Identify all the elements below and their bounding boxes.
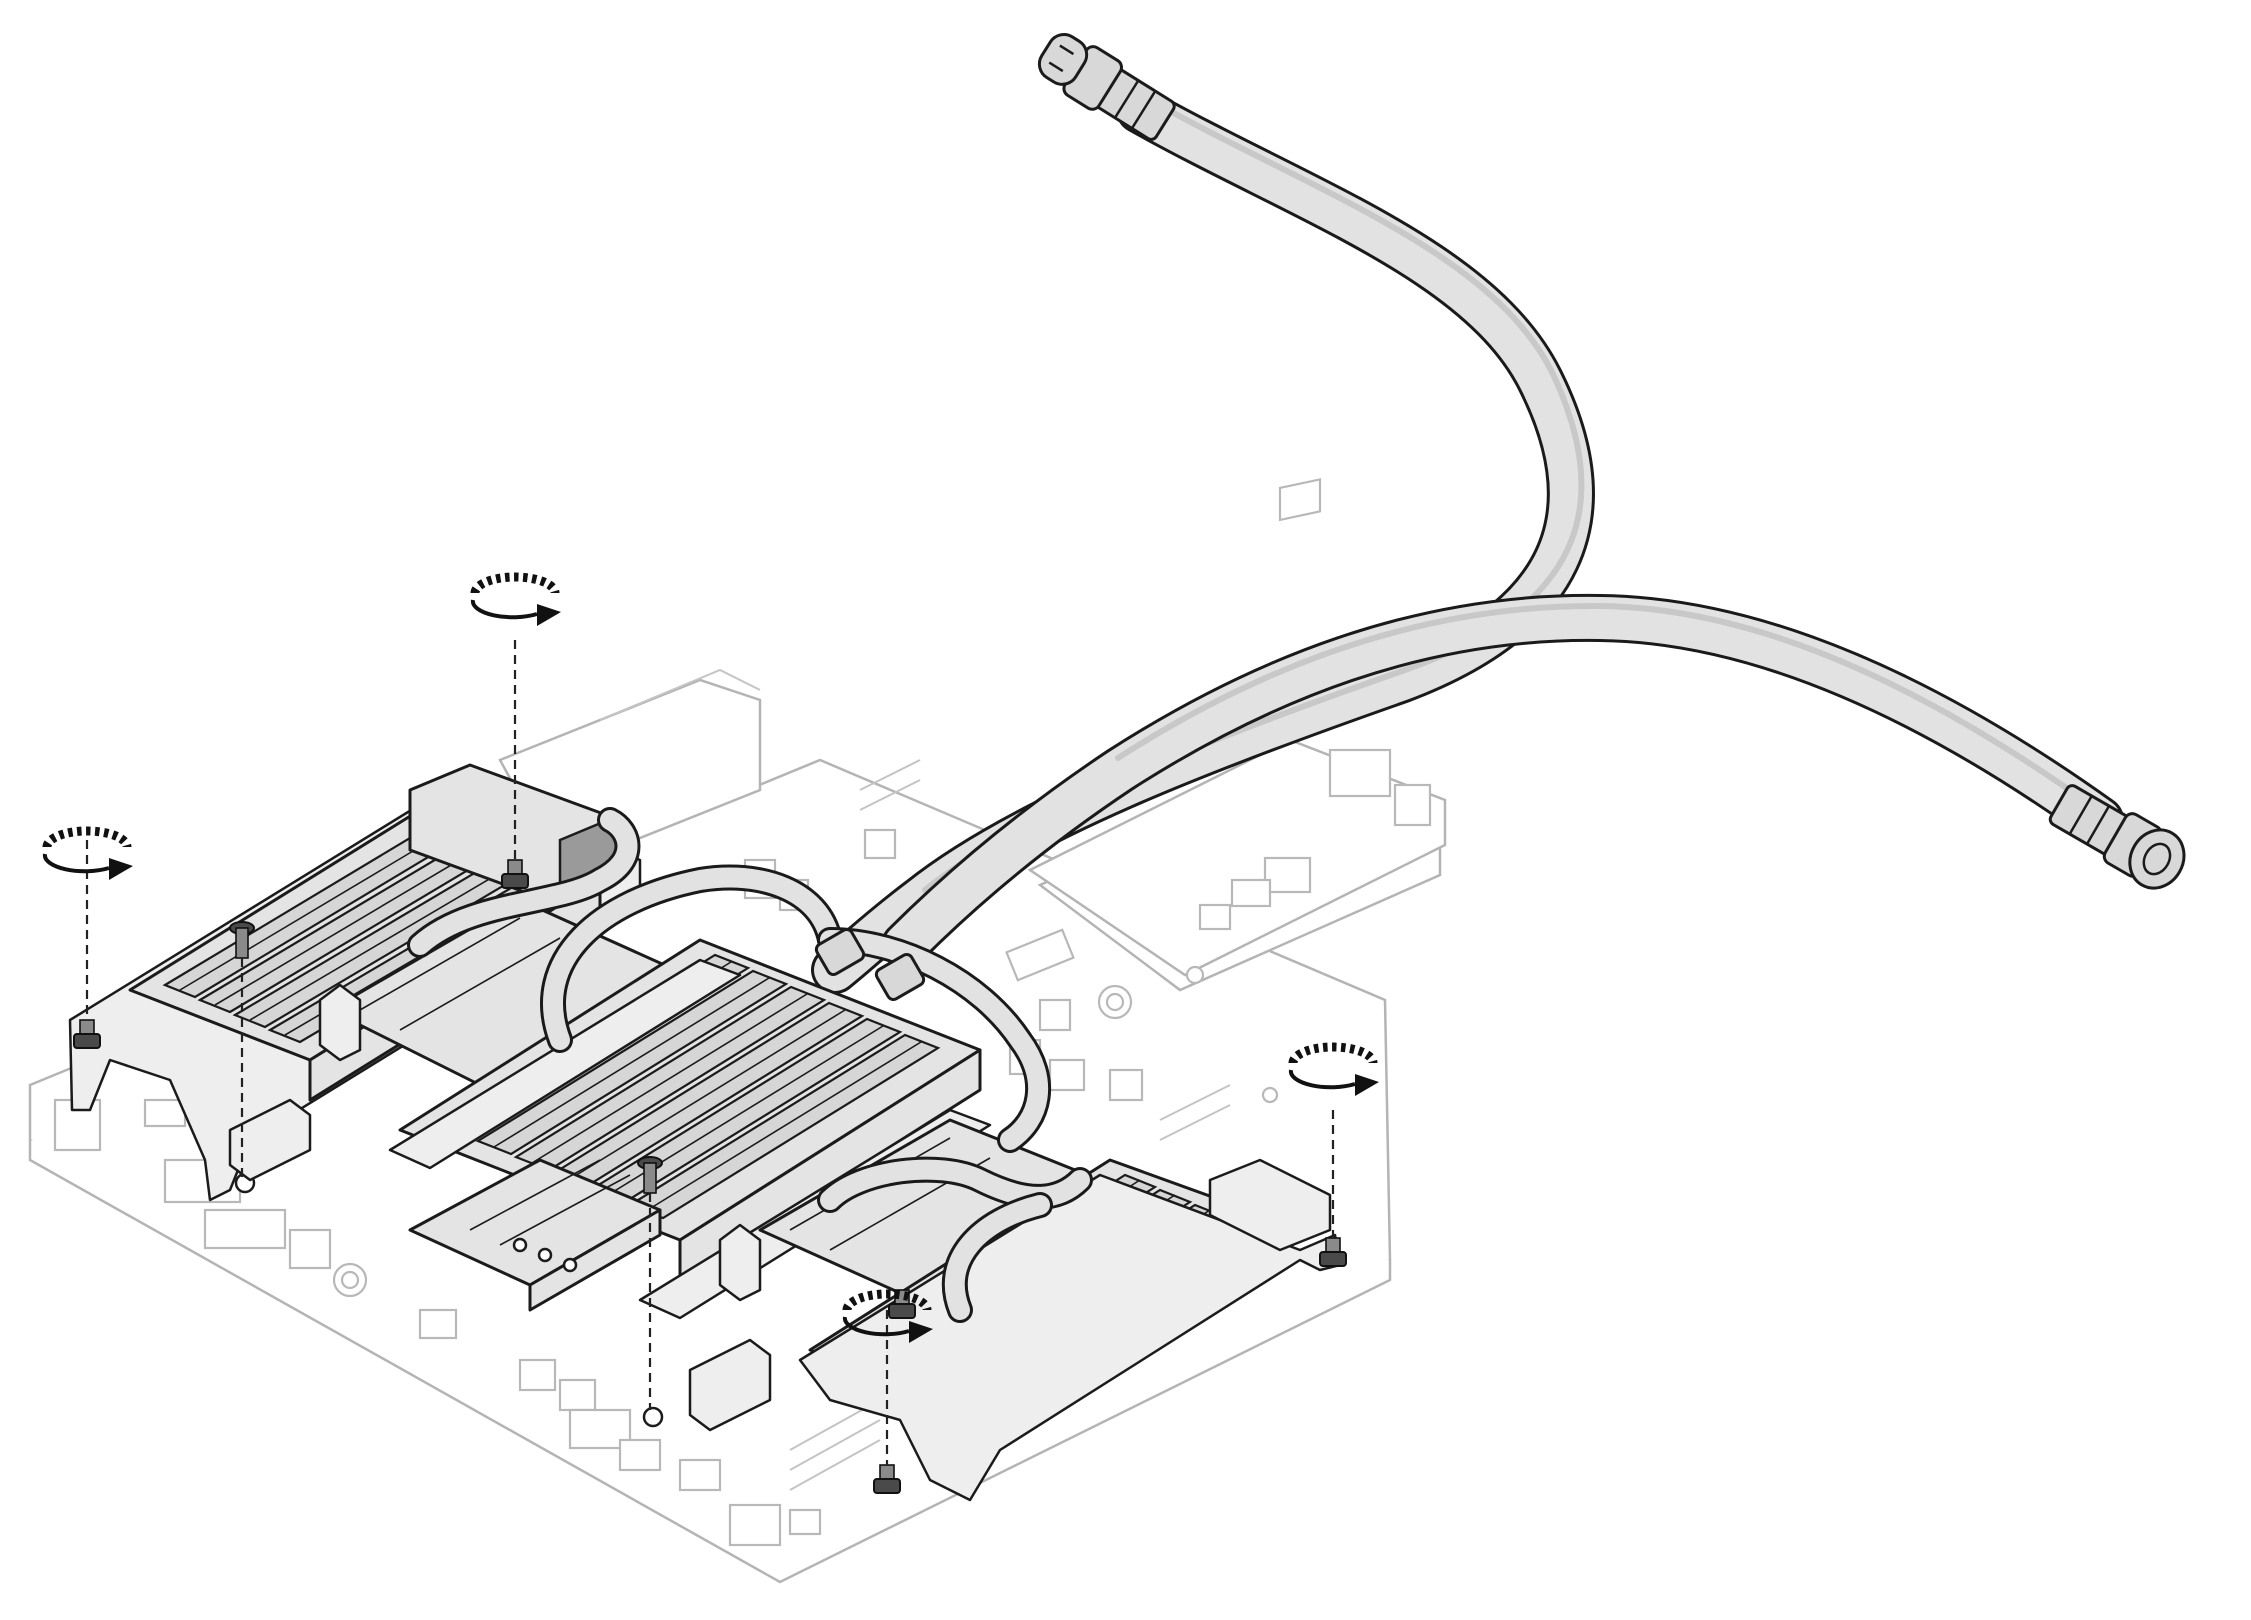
- vr-cooler-plate: [408, 1158, 662, 1312]
- rotate-ccw-icon: [1288, 1042, 1379, 1096]
- right-mounting-bracket: [798, 1173, 1342, 1502]
- captive-nut-4: [873, 1464, 901, 1494]
- alignment-guide-lines: [85, 640, 1335, 1465]
- captive-nut-2: [501, 859, 529, 889]
- rotate-ccw-icon: [470, 572, 561, 626]
- lift-handles: [318, 983, 762, 1302]
- fasteners: [73, 859, 1347, 1494]
- cold-plate-assembly: [68, 763, 1342, 1502]
- hose-lower: [881, 593, 2124, 969]
- frame-standoffs: [228, 1098, 772, 1432]
- rotate-ccw-icon: [842, 1289, 933, 1343]
- internal-coolant-tubes: [407, 807, 1093, 1323]
- captive-nut-3: [1319, 1237, 1347, 1267]
- center-cross-bar: [388, 958, 742, 1170]
- rotate-ccw-icon: [42, 826, 133, 880]
- screw-2: [637, 1156, 663, 1194]
- quick-connect-lower: [2048, 784, 2186, 890]
- screw-1: [229, 921, 255, 959]
- quick-connect-upper: [1037, 32, 1176, 141]
- captive-nut-1: [73, 1019, 101, 1049]
- hose-manifold: [814, 927, 926, 1002]
- board-connectors: [53, 668, 1279, 1547]
- coolant-hoses: [811, 86, 2124, 994]
- io-daughter-board: [1027, 478, 1447, 977]
